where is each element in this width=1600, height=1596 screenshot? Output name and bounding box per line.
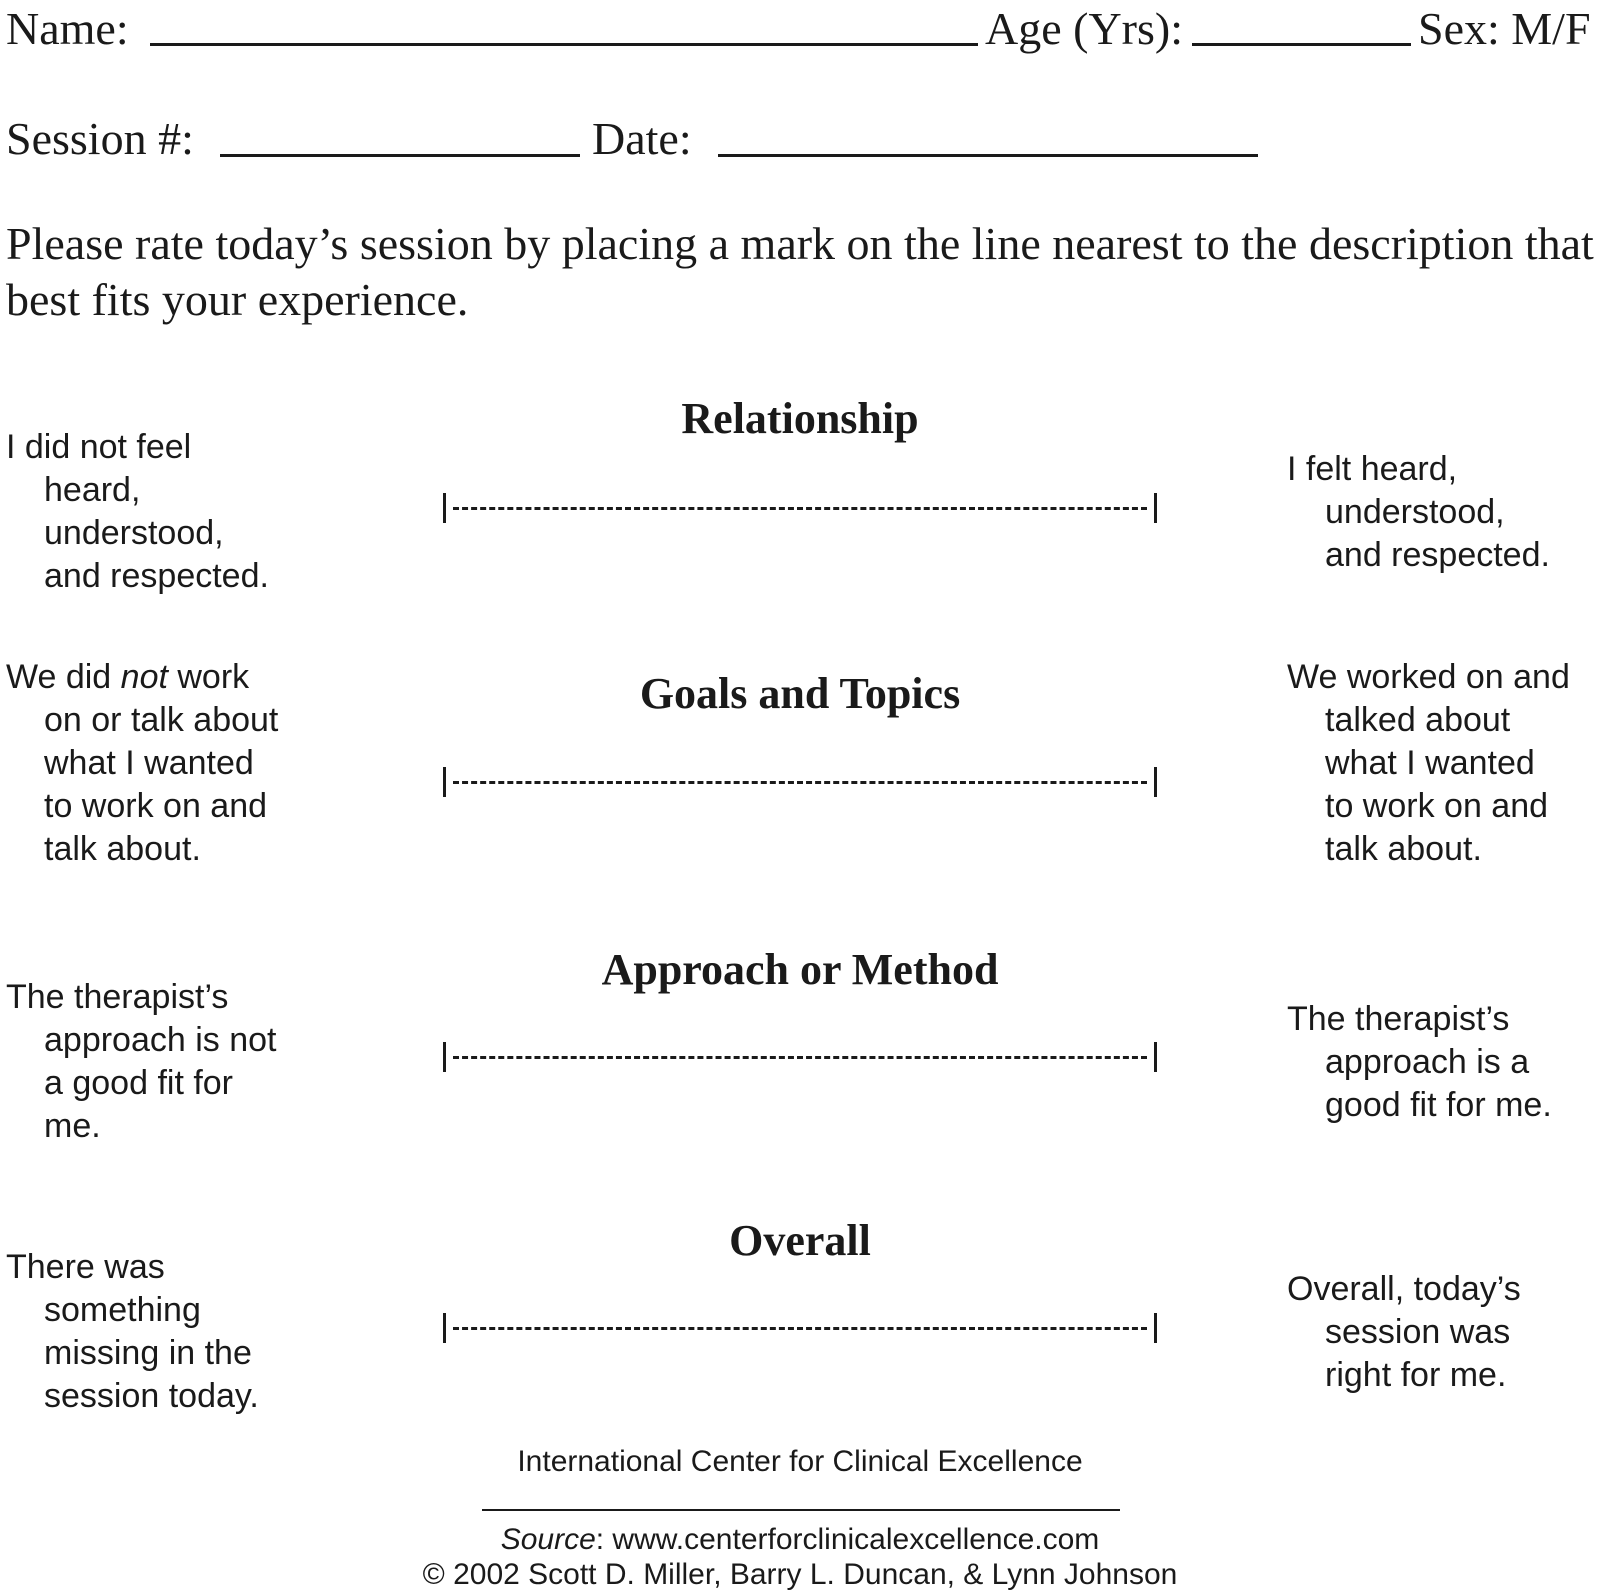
name-field[interactable]	[150, 43, 978, 46]
desc-line: approach is not	[44, 1021, 277, 1059]
desc-line: and respected.	[1325, 536, 1550, 574]
rating-line-relationship[interactable]	[443, 493, 1157, 523]
desc-line: We did not work	[6, 656, 336, 699]
desc-line: talk about.	[44, 830, 201, 868]
desc-line: what I wanted	[1325, 744, 1535, 782]
session-label: Session #:	[6, 113, 194, 164]
desc-line: session today.	[44, 1377, 259, 1415]
scale-end-tick	[1154, 1042, 1157, 1072]
scale-title-relationship: Relationship	[681, 394, 919, 443]
desc-line: something	[44, 1291, 201, 1329]
scale-title-goals-topics: Goals and Topics	[639, 669, 961, 718]
desc-line: and respected.	[44, 557, 269, 595]
desc-line: right for me.	[1325, 1356, 1507, 1394]
age-field[interactable]	[1192, 43, 1411, 46]
scale-dashed-line	[453, 507, 1147, 510]
scale-right-desc-relationship: I felt heard, understood, and respected.	[1287, 448, 1600, 577]
scale-dashed-line	[453, 1056, 1147, 1059]
date-field[interactable]	[718, 154, 1258, 157]
desc-line: talked about	[1325, 701, 1511, 739]
source-line: Source: www.centerforclinicalexcellence.…	[0, 1525, 1600, 1555]
desc-line: I felt heard,	[1287, 450, 1458, 488]
instructions: Please rate today’s session by placing a…	[6, 218, 1594, 325]
scale-start-tick	[443, 493, 446, 523]
scale-right-desc-goals-topics: We worked on and talked about what I wan…	[1287, 656, 1600, 871]
desc-line: I did not feel	[6, 428, 192, 466]
desc-line: missing in the	[44, 1334, 252, 1372]
scale-left-desc-approach-method: The therapist’s approach is not a good f…	[6, 976, 336, 1148]
desc-line: understood,	[1325, 493, 1505, 531]
desc-line: The therapist’s	[1287, 1000, 1510, 1038]
desc-text: We did	[6, 658, 121, 696]
desc-line: Overall, today’s	[1287, 1270, 1521, 1308]
scale-end-tick	[1154, 493, 1157, 523]
scale-left-desc-goals-topics: We did not work on or talk about what I …	[6, 656, 336, 871]
desc-line: approach is a	[1325, 1043, 1530, 1081]
scale-start-tick	[443, 1313, 446, 1343]
scale-right-desc-overall: Overall, today’s session was right for m…	[1287, 1268, 1600, 1397]
scale-left-desc-overall: There was something missing in the sessi…	[6, 1246, 336, 1418]
desc-line: There was	[6, 1248, 165, 1286]
desc-text: work	[167, 658, 250, 696]
desc-line: talk about.	[1325, 830, 1482, 868]
scale-start-tick	[443, 767, 446, 797]
desc-line: good fit for me.	[1325, 1086, 1552, 1124]
organization-name: International Center for Clinical Excell…	[517, 1445, 1083, 1478]
emphasis-not: not	[120, 658, 168, 696]
scale-right-desc-approach-method: The therapist’s approach is a good fit f…	[1287, 998, 1600, 1127]
desc-line: me.	[44, 1107, 101, 1145]
scale-title-overall: Overall	[729, 1216, 871, 1265]
scale-dashed-line	[453, 1327, 1147, 1330]
desc-line: to work on and	[1325, 787, 1549, 825]
name-label: Name:	[6, 3, 129, 54]
scale-left-desc-relationship: I did not feel heard, understood, and re…	[6, 426, 336, 598]
desc-line: understood,	[44, 514, 224, 552]
desc-line: session was	[1325, 1313, 1511, 1351]
sex-label: Sex: M/F	[1418, 3, 1591, 54]
scale-dashed-line	[453, 781, 1147, 784]
scale-title-approach-method: Approach or Method	[601, 945, 999, 994]
date-label: Date:	[592, 113, 692, 164]
copyright-line: © 2002 Scott D. Miller, Barry L. Duncan,…	[422, 1558, 1178, 1591]
rating-line-goals-topics[interactable]	[443, 767, 1157, 797]
desc-line: what I wanted	[44, 744, 254, 782]
desc-line: a good fit for	[44, 1064, 234, 1102]
desc-line: on or talk about	[44, 701, 279, 739]
source-label: Source	[500, 1523, 596, 1556]
scale-end-tick	[1154, 1313, 1157, 1343]
scale-end-tick	[1154, 767, 1157, 797]
desc-line: heard,	[44, 471, 141, 509]
rating-line-approach-method[interactable]	[443, 1042, 1157, 1072]
desc-line: We worked on and	[1287, 658, 1570, 696]
scale-start-tick	[443, 1042, 446, 1072]
footer-divider	[482, 1509, 1120, 1511]
session-field[interactable]	[220, 154, 580, 157]
desc-line: to work on and	[44, 787, 268, 825]
desc-line: The therapist’s	[6, 978, 229, 1016]
rating-line-overall[interactable]	[443, 1313, 1157, 1343]
age-label: Age (Yrs):	[985, 3, 1183, 54]
source-url: : www.centerforclinicalexcellence.com	[595, 1523, 1100, 1556]
